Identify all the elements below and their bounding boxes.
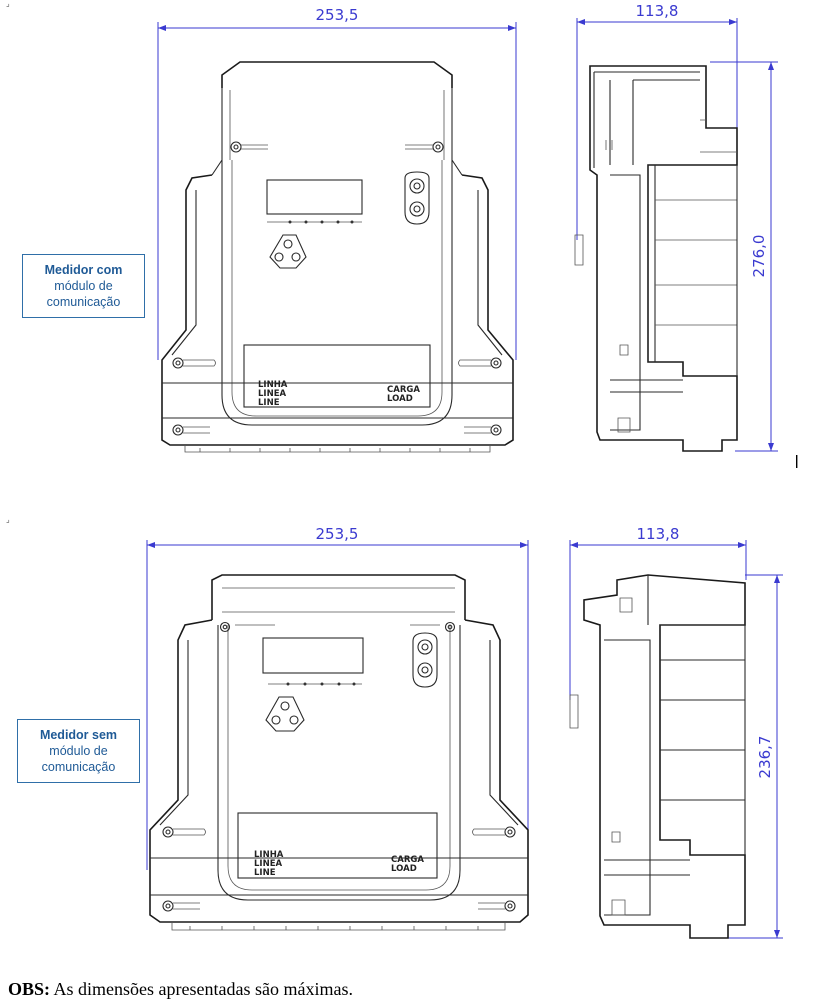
terminal-line-label-bottom: LINHA LINEA LINE (254, 850, 284, 878)
note-observation: OBS: As dimensões apresentadas são máxim… (8, 979, 353, 1000)
label-with-module-line3: comunicação (46, 295, 121, 309)
seal-top (269, 234, 307, 269)
svg-text:LINEA: LINEA (254, 859, 282, 869)
svg-text:LOAD: LOAD (387, 394, 413, 404)
label-without-module-line1: Medidor sem (39, 728, 118, 742)
depth-dim-label-top: 113,8 (636, 2, 679, 20)
depth-dimension-top: 113,8 (576, 2, 738, 240)
label-with-module-line2: módulo de (54, 279, 113, 293)
anchor-mark-top: ⌟ (6, 0, 10, 8)
side-view-without-module: 113,8 236,7 (569, 525, 783, 939)
label-box-without-module: Medidor sem módulo de comunicação (17, 719, 140, 783)
side-view-with-module: 113,8 276,0 (574, 2, 778, 452)
front-view-without-module: 253,5 (146, 525, 529, 931)
note-text: As dimensões apresentadas são máximas. (50, 979, 353, 999)
height-dimension-bottom: 236,7 (725, 574, 783, 939)
svg-text:LINEA: LINEA (258, 389, 286, 399)
width-dim-label-top: 253,5 (316, 6, 359, 24)
label-without-module-line2: módulo de (49, 744, 108, 758)
depth-dim-label-bottom: 113,8 (637, 525, 680, 543)
front-view-with-module: 253,5 (157, 6, 517, 453)
led-strip-bottom (268, 682, 362, 686)
depth-dimension-bottom: 113,8 (569, 525, 747, 700)
svg-text:LINHA: LINHA (258, 380, 288, 390)
svg-text:LOAD: LOAD (391, 864, 417, 874)
svg-text:CARGA: CARGA (391, 855, 424, 865)
terminal-line-label-top: LINHA LINEA LINE (258, 380, 288, 408)
anchor-mark-bottom: ⌟ (6, 515, 10, 524)
crop-tick (796, 455, 798, 468)
height-dimension-top: 276,0 (710, 61, 778, 452)
width-dim-label-bottom: 253,5 (316, 525, 359, 543)
note-prefix: OBS: (8, 979, 51, 999)
height-dim-label-top: 276,0 (750, 235, 768, 278)
svg-text:LINE: LINE (254, 868, 276, 878)
led-strip-top (267, 220, 362, 224)
terminal-load-label-top: CARGA LOAD (387, 385, 420, 404)
seal-bottom (265, 696, 305, 732)
label-without-module-line3: comunicação (41, 760, 116, 774)
width-dimension-top: 253,5 (157, 6, 517, 360)
svg-text:CARGA: CARGA (387, 385, 420, 395)
terminal-load-label-bottom: CARGA LOAD (391, 855, 424, 874)
label-box-with-module: Medidor com módulo de comunicação (22, 254, 145, 318)
height-dim-label-bottom: 236,7 (756, 736, 774, 779)
width-dimension-bottom: 253,5 (146, 525, 529, 870)
svg-text:LINE: LINE (258, 398, 280, 408)
label-with-module-line1: Medidor com (44, 263, 123, 277)
svg-text:LINHA: LINHA (254, 850, 284, 860)
